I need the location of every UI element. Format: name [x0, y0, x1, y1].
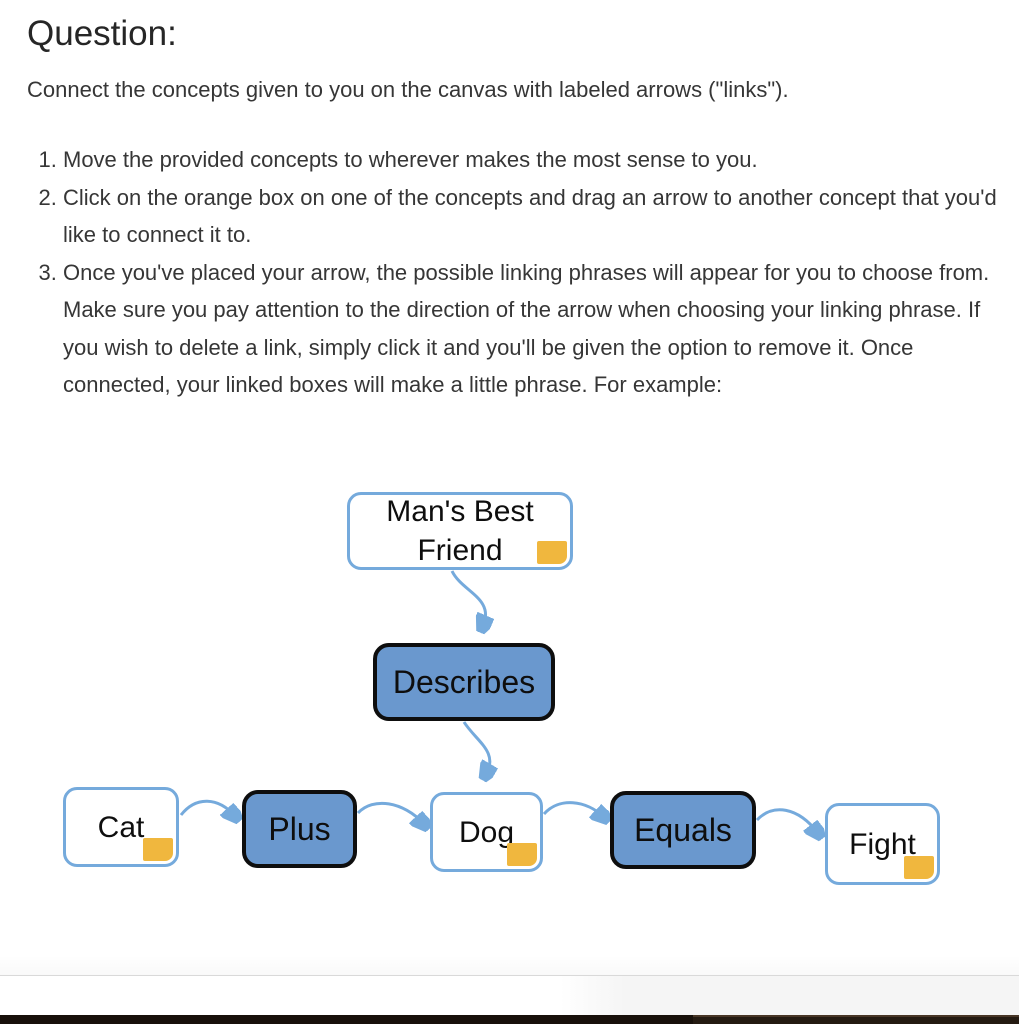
question-intro: Connect the concepts given to you on the… — [27, 77, 789, 102]
instruction-step: Click on the orange box on one of the co… — [63, 179, 1008, 254]
link-node-describes[interactable]: Describes — [373, 643, 555, 721]
link-arrow-plus-dog[interactable] — [356, 801, 424, 824]
link-label: Equals — [634, 811, 732, 848]
concept-node-fight[interactable]: Fight — [825, 803, 940, 885]
concept-node-dog[interactable]: Dog — [430, 792, 543, 872]
footer-gray-area — [560, 976, 1019, 1015]
desktop-background-sliver — [0, 1015, 1019, 1024]
concept-node-mans-best-friend[interactable]: Man's Best Friend — [347, 492, 573, 570]
link-label: Describes — [392, 663, 536, 700]
instruction-step: Move the provided concepts to wherever m… — [63, 141, 1008, 179]
instruction-list: Move the provided concepts to wherever m… — [27, 141, 1008, 404]
link-node-equals[interactable]: Equals — [610, 791, 756, 869]
link-node-plus[interactable]: Plus — [242, 790, 357, 868]
link-arrow-equals-fight[interactable] — [755, 808, 818, 833]
link-arrow-dog-equals[interactable] — [542, 801, 604, 817]
drag-handle-icon[interactable] — [143, 838, 173, 861]
link-arrow-describes-dog[interactable] — [462, 721, 490, 774]
link-label: Plus — [268, 810, 331, 847]
concept-label: Man's Best Friend — [386, 495, 534, 567]
drag-handle-icon[interactable] — [537, 541, 567, 564]
content-bottom-shadow — [0, 955, 1019, 975]
concept-label: Dog — [458, 815, 515, 849]
instruction-step: Once you've placed your arrow, the possi… — [63, 254, 1008, 404]
link-arrow-mbf-describes[interactable] — [450, 570, 486, 626]
link-arrow-cat-plus[interactable] — [179, 799, 235, 816]
concept-label: Fight — [849, 827, 916, 861]
drag-handle-icon[interactable] — [507, 843, 537, 866]
footer-divider — [0, 975, 1019, 976]
concept-label: Cat — [97, 810, 145, 844]
concept-node-cat[interactable]: Cat — [63, 787, 179, 867]
question-heading: Question: — [27, 14, 177, 53]
desktop-background-sliver-right — [692, 1015, 1019, 1024]
drag-handle-icon[interactable] — [904, 856, 934, 879]
